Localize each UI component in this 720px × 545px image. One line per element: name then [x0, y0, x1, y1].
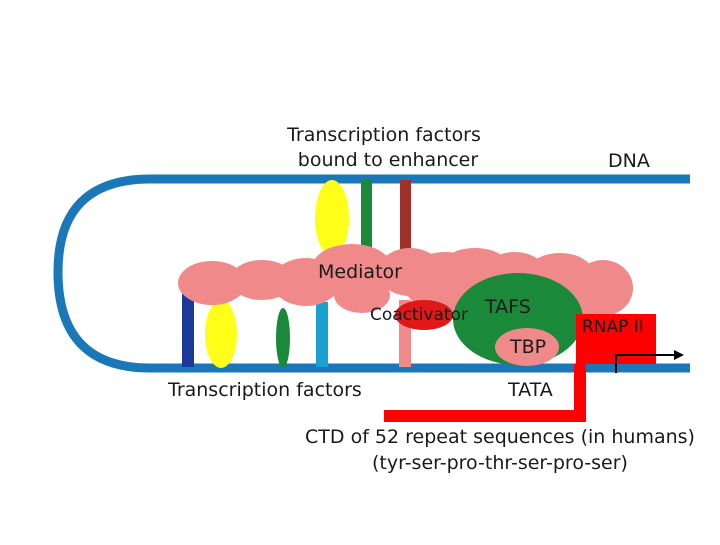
- label-ctd-line2: (tyr-ser-pro-thr-ser-pro-ser): [372, 452, 628, 474]
- enhancer-factor-brown: [400, 180, 411, 254]
- label-tbp: TBP: [509, 336, 546, 358]
- factor-green-ellipse: [276, 308, 290, 368]
- mediator-complex: [178, 244, 633, 320]
- factor-lightblue-bar: [316, 302, 328, 367]
- label-dna: DNA: [608, 150, 650, 172]
- ctd-tail: [384, 364, 586, 422]
- label-rnap: RNAP II: [582, 317, 644, 337]
- label-tf-bottom: Transcription factors: [167, 379, 362, 401]
- label-coactivator: Coactivator: [370, 305, 468, 325]
- enhancer-factor-green: [361, 180, 372, 260]
- label-tf-enhancer-line1: Transcription factors: [286, 124, 481, 146]
- label-tafs: TAFS: [484, 296, 531, 318]
- label-tata: TATA: [507, 379, 553, 401]
- label-ctd-line1: CTD of 52 repeat sequences (in humans): [305, 426, 695, 448]
- tbp-protein: [495, 328, 559, 366]
- coactivator-protein: [395, 300, 453, 330]
- label-mediator: Mediator: [318, 261, 402, 283]
- factor-yellow-ellipse: [205, 300, 237, 368]
- right-arrow-icon: [615, 350, 684, 373]
- enhancer-factor-yellow: [315, 180, 349, 256]
- dna-strand: [53, 174, 690, 373]
- factor-navy-bar: [182, 285, 194, 367]
- label-tf-enhancer-line2: bound to enhancer: [298, 149, 479, 171]
